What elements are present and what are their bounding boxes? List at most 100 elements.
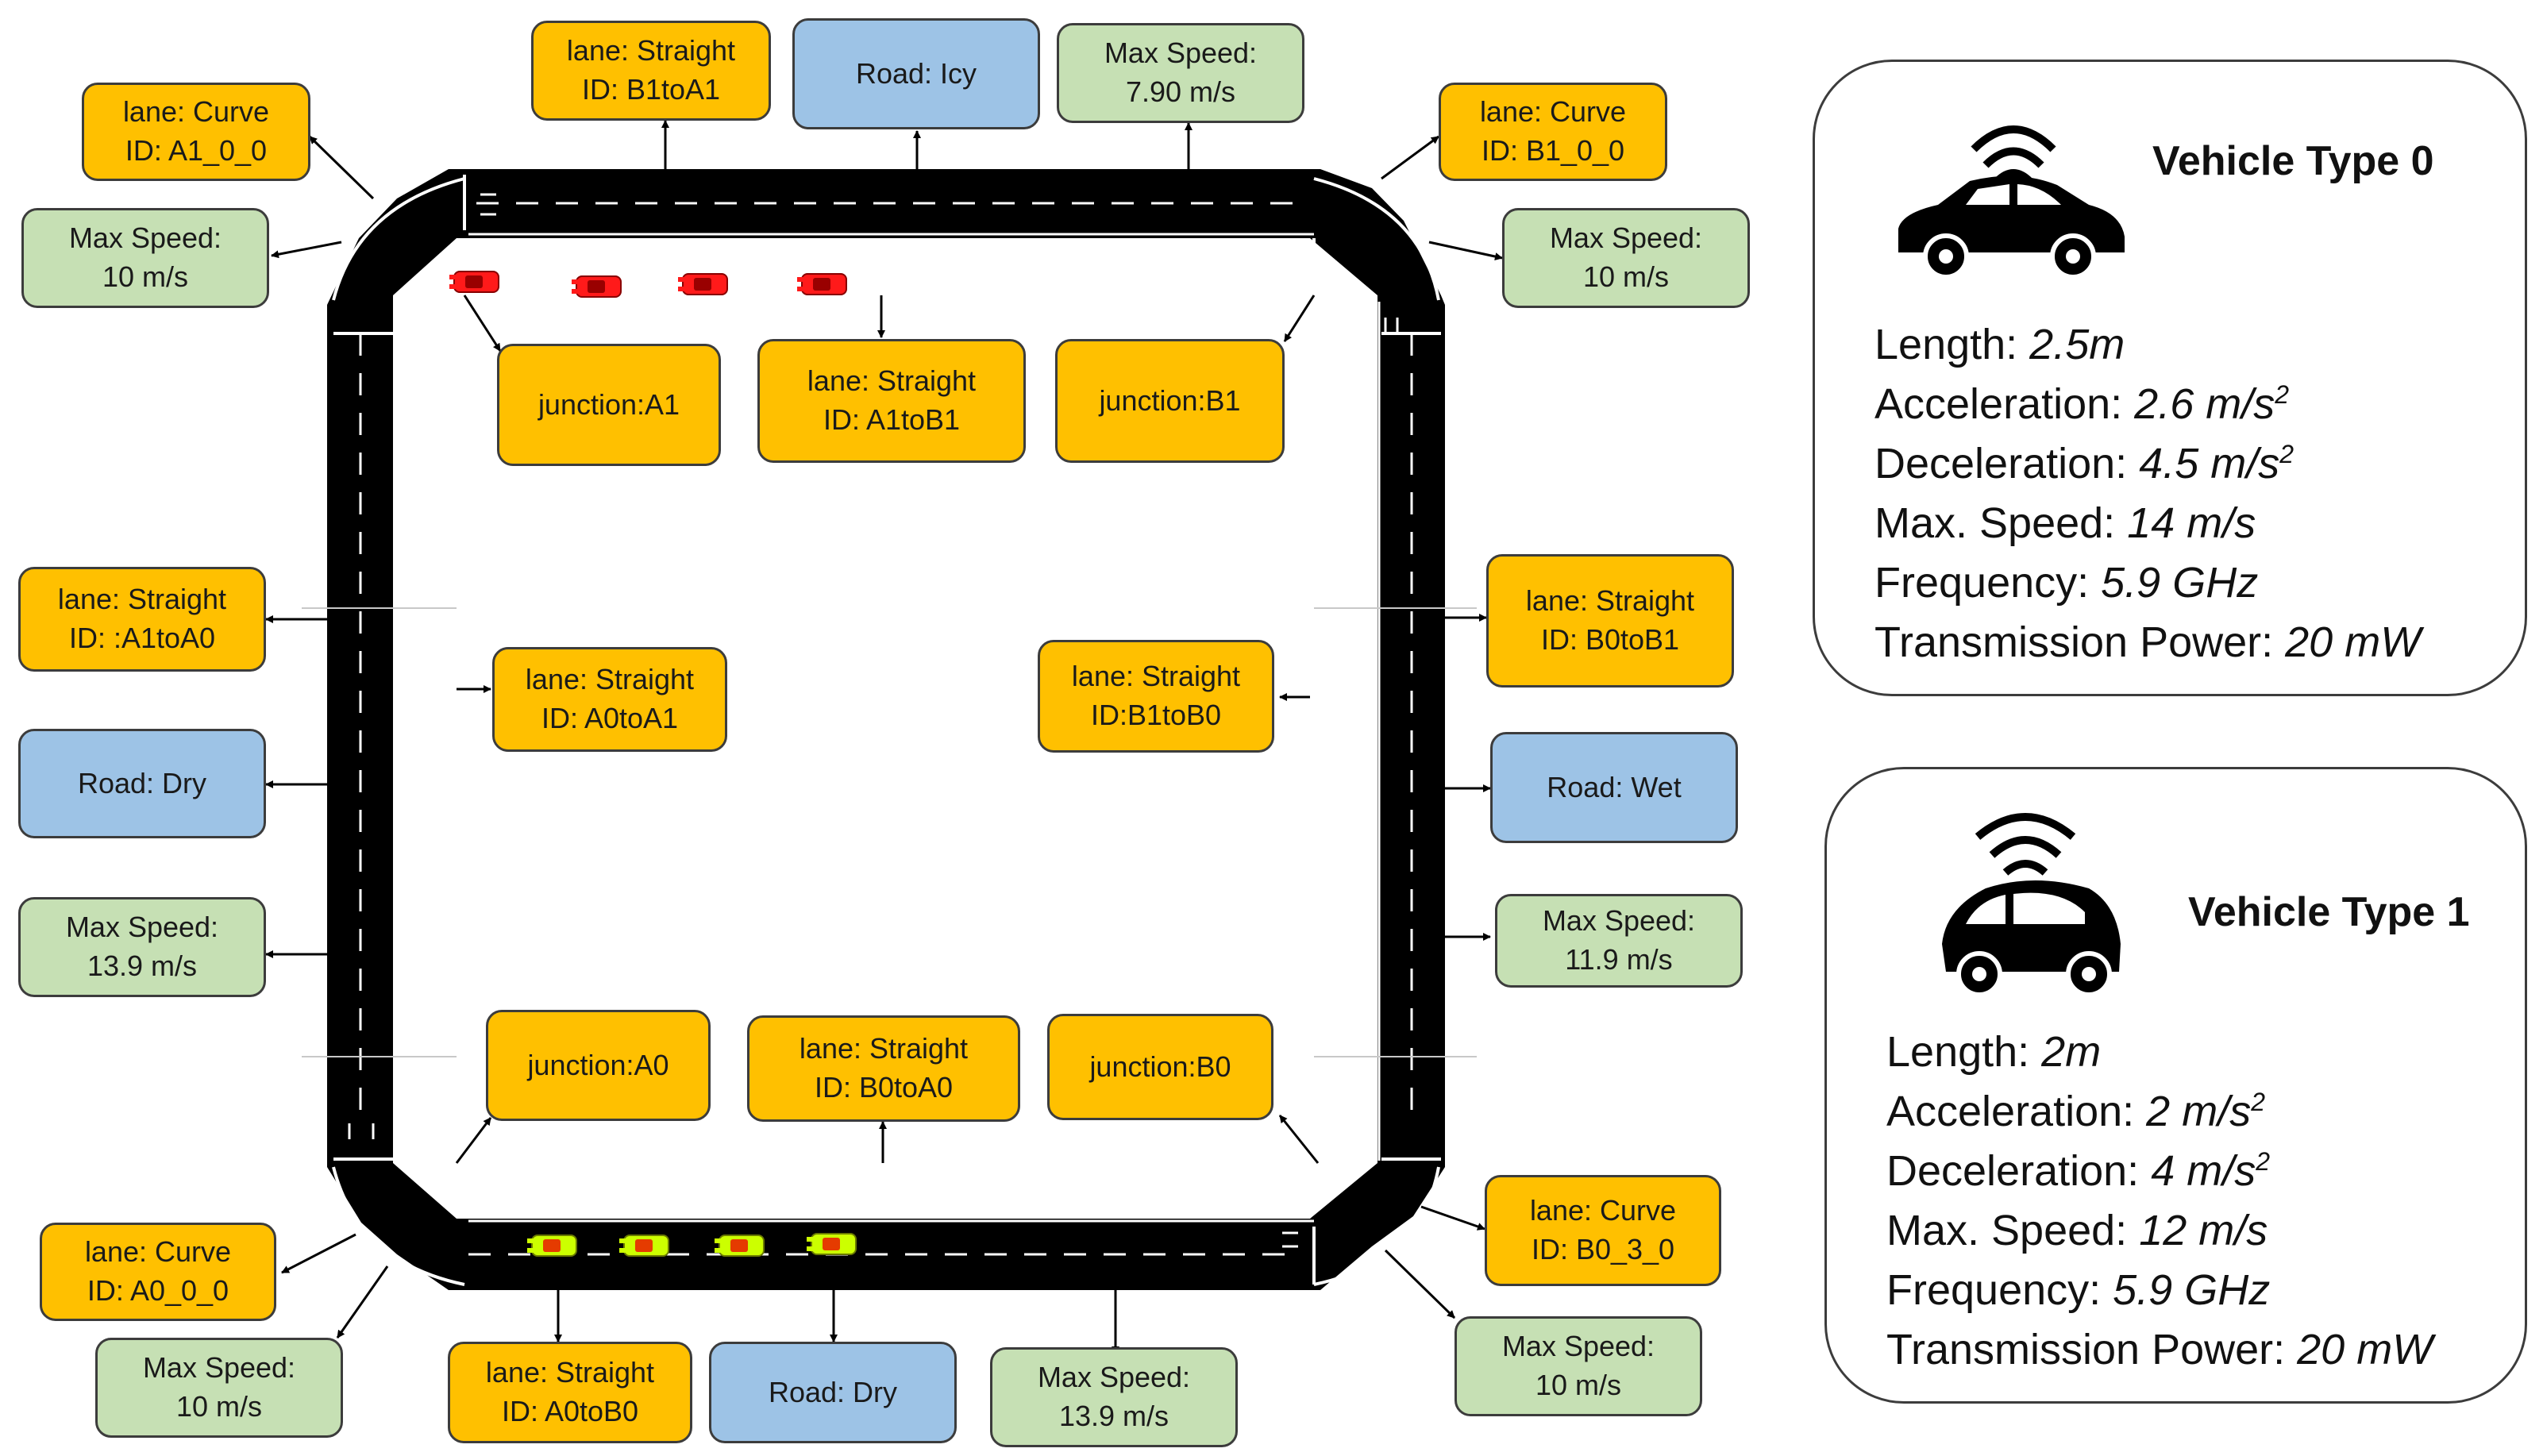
vehicle-type1-car: [526, 1235, 577, 1257]
spec-unit-exponent: 2: [2279, 440, 2294, 468]
spec-transmission-power: Transmission Power: 20 mW: [1886, 1325, 2433, 1374]
speed-label-bottom: Max Speed: 13.9 m/s: [990, 1347, 1238, 1447]
lane-markings: [302, 175, 1477, 1286]
label-line: Road: Dry: [77, 766, 207, 799]
lane-label-b0tob1: lane: Straight ID: B0toB1: [1486, 554, 1734, 688]
callout-arrows: [265, 120, 1503, 1354]
label-line: lane: Straight: [485, 1356, 655, 1389]
label-line: lane: Straight: [807, 364, 977, 398]
speed-label-top: Max Speed: 7.90 m/s: [1057, 23, 1304, 123]
spec-max-speed: Max. Speed: 14 m/s: [1874, 499, 2256, 548]
label-line: lane: Curve: [1479, 95, 1627, 129]
label-line: 10 m/s: [1535, 1369, 1622, 1401]
spec-value: 5.9 GHz: [2101, 559, 2259, 607]
spec-value: 4.5 m/s: [2139, 440, 2280, 487]
spec-max-speed: Max. Speed: 12 m/s: [1886, 1206, 2268, 1255]
lane-label-a0toa1: lane: Straight ID: A0toA1: [492, 647, 727, 752]
spec-label: Deceleration:: [1874, 440, 2140, 487]
label-line: Max Speed:: [68, 221, 222, 255]
spec-deceleration: Deceleration: 4 m/s2: [1886, 1146, 2270, 1196]
label-line: ID: B1_0_0: [1481, 134, 1625, 167]
spec-frequency: Frequency: 5.9 GHz: [1874, 558, 2258, 607]
spec-transmission-power: Transmission Power: 20 mW: [1874, 618, 2421, 667]
lane-label-b0toa0: lane: Straight ID: B0toA0: [747, 1015, 1020, 1122]
spec-length: Length: 2.5m: [1874, 320, 2125, 369]
lane-label-b1tob0: lane: Straight ID:B1toB0: [1038, 640, 1274, 753]
spec-frequency: Frequency: 5.9 GHz: [1886, 1265, 2270, 1315]
junction-label-b0: junction:B0: [1047, 1014, 1273, 1120]
vehicle-type0-car: [571, 275, 622, 298]
speed-label-bottom-right: Max Speed: 10 m/s: [1455, 1316, 1702, 1416]
label-line: ID: B0toA0: [814, 1071, 954, 1104]
road-label-right: Road: Wet: [1490, 732, 1738, 843]
lane-label-b1-0-0: lane: Curve ID: B1_0_0: [1439, 83, 1667, 181]
junction-label-b1: junction:B1: [1055, 339, 1285, 463]
vehicle-type0-car: [796, 273, 847, 295]
vehicle-type1-title: Vehicle Type 1: [2188, 889, 2470, 935]
label-line: Max Speed:: [142, 1351, 296, 1385]
lane-label-a1tob1: lane: Straight ID: A1toB1: [757, 339, 1026, 463]
label-line: lane: Straight: [566, 34, 736, 67]
vehicle-type1-car: [806, 1233, 857, 1255]
label-line: lane: Straight: [525, 663, 695, 696]
spec-unit-exponent: 2: [2275, 380, 2290, 409]
label-line: ID:B1toB0: [1090, 699, 1222, 731]
vehicle-type0-panel: Vehicle Type 0 Length: 2.5m Acceleration…: [1813, 60, 2527, 696]
road-label-bottom: Road: Dry: [709, 1342, 957, 1443]
vehicle-type1-car: [714, 1235, 765, 1257]
vehicle-type0-car: [449, 271, 499, 293]
label-line: Max Speed:: [65, 911, 219, 944]
junction-label-a1: junction:A1: [497, 344, 721, 466]
label-line: ID: B0_3_0: [1531, 1233, 1675, 1265]
label-line: Max Speed:: [1549, 221, 1703, 255]
label-line: junction:A1: [537, 387, 680, 421]
junction-label-a0: junction:A0: [486, 1010, 711, 1121]
lane-label-a0tob0: lane: Straight ID: A0toB0: [448, 1342, 692, 1443]
spec-label: Deceleration:: [1886, 1147, 2152, 1195]
road-label-top: Road: Icy: [792, 18, 1040, 129]
vehicle-type1-panel: Vehicle Type 1 Length: 2m Acceleration: …: [1824, 767, 2527, 1404]
label-line: ID: A0_0_0: [87, 1274, 229, 1307]
sedan-car-wifi-icon: [1898, 125, 2125, 279]
spec-value: 5.9 GHz: [2113, 1266, 2271, 1314]
spec-unit-exponent: 2: [2256, 1147, 2271, 1176]
label-line: lane: Curve: [84, 1235, 232, 1269]
spec-label: Transmission Power:: [1886, 1326, 2298, 1373]
label-line: lane: Straight: [799, 1032, 969, 1065]
spec-value: 2.6 m/s: [2134, 380, 2275, 428]
label-line: 10 m/s: [1582, 260, 1670, 293]
label-line: Road: Dry: [768, 1375, 898, 1408]
spec-value: 20 mW: [2285, 618, 2422, 666]
label-line: lane: Straight: [57, 583, 227, 616]
label-line: 13.9 m/s: [1058, 1400, 1169, 1432]
label-line: 10 m/s: [175, 1390, 263, 1423]
label-line: ID: A0toB0: [501, 1395, 639, 1427]
vehicles-type0: [449, 271, 847, 298]
label-line: ID: B1toA1: [581, 73, 721, 106]
label-line: 13.9 m/s: [87, 949, 198, 982]
speed-label-right: Max Speed: 11.9 m/s: [1495, 894, 1743, 988]
label-line: junction:A0: [527, 1048, 669, 1081]
spec-label: Acceleration:: [1874, 380, 2135, 428]
label-line: Max Speed:: [1104, 37, 1258, 70]
spec-label: Frequency:: [1886, 1266, 2113, 1314]
road-label-left: Road: Dry: [18, 729, 266, 838]
spec-label: Max. Speed:: [1886, 1207, 2140, 1254]
spec-value: 12 m/s: [2139, 1207, 2268, 1254]
spec-label: Length:: [1886, 1028, 2042, 1076]
lane-label-a1-0-0: lane: Curve ID: A1_0_0: [82, 83, 310, 181]
label-line: 11.9 m/s: [1565, 943, 1673, 976]
label-line: junction:B1: [1099, 383, 1241, 417]
spec-label: Frequency:: [1874, 559, 2102, 607]
label-line: ID: A1toB1: [823, 403, 961, 436]
spec-label: Acceleration:: [1886, 1088, 2147, 1135]
vehicle-type0-car: [677, 273, 728, 295]
lane-label-a0-0-0: lane: Curve ID: A0_0_0: [40, 1223, 276, 1321]
label-line: Road: Wet: [1547, 770, 1682, 803]
spec-value: 2 m/s: [2146, 1088, 2252, 1135]
lane-label-b0-3-0: lane: Curve ID: B0_3_0: [1485, 1175, 1721, 1286]
spec-acceleration: Acceleration: 2 m/s2: [1886, 1087, 2265, 1136]
speed-label-top-right: Max Speed: 10 m/s: [1502, 208, 1750, 308]
spec-label: Transmission Power:: [1874, 618, 2286, 666]
